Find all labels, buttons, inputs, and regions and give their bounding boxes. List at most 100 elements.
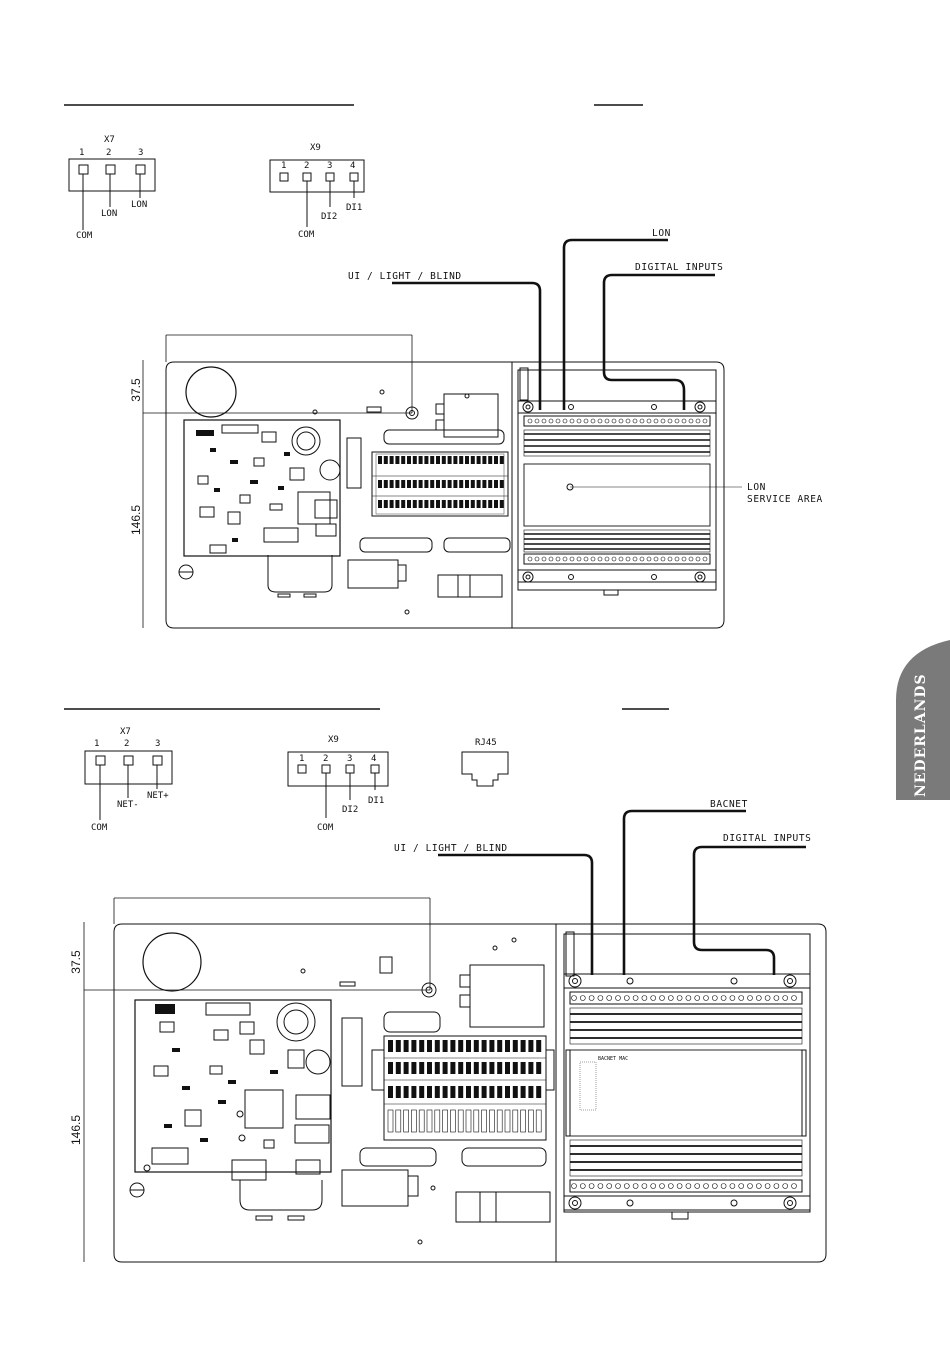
terminal-slot [378,500,382,508]
terminal-slot [388,1086,393,1098]
terminal-slot [477,480,481,488]
terminal-slot [482,456,486,464]
terminal-slot [404,1040,409,1052]
module-terminal [642,1184,647,1189]
module-terminal [739,996,744,1001]
bx7-pin-3: 3 [155,739,160,749]
lon-terminal-block [372,452,508,516]
module-terminal [695,1184,700,1189]
terminal-slot [497,1062,502,1074]
lon-connector-x7: X7 1 2 3 COM LON LON [69,135,155,241]
module-terminal [695,996,700,1001]
module-terminal [584,419,588,423]
terminal-slot [471,480,475,488]
lon-dimensions: 37.5 146.5 [129,335,412,628]
terminal-slot [459,456,463,464]
terminal-slot [395,456,399,464]
terminal-slot [536,1110,541,1132]
module-terminal [686,1184,691,1189]
terminal-slot [494,500,498,508]
module-terminal [792,996,797,1001]
bx9-pin-1: 1 [299,754,304,764]
terminal-slot [450,1040,455,1052]
terminal-slot [413,500,417,508]
terminal-slot [435,1062,440,1074]
terminal-slot [488,500,492,508]
bacnet-dimensions: 37.5 146.5 [69,898,430,1262]
module-terminal [689,419,693,423]
terminal-slot [401,456,405,464]
terminal-slot [474,1110,479,1132]
callout-ui-light-blind-2: UI / LIGHT / BLIND [394,843,508,854]
terminal-slot [536,1086,541,1098]
terminal-slot [430,500,434,508]
terminal-slot [436,480,440,488]
round-knockout [186,367,236,417]
terminal-slot [528,1086,533,1098]
module-terminal [549,419,553,423]
module-terminal [598,419,602,423]
terminal-slot [500,480,504,488]
terminal-slot [474,1040,479,1052]
terminal-slot [419,1086,424,1098]
language-tab: NEDERLANDS [896,640,950,800]
terminal-slot [390,456,394,464]
module-terminal [703,419,707,423]
terminal-slot [419,1040,424,1052]
module-terminal [535,557,539,561]
module-terminal [542,419,546,423]
x9-label-di1: DI1 [346,203,362,213]
terminal-slot [489,1062,494,1074]
lon-section: X7 1 2 3 COM LON LON X9 1 2 3 4 [64,105,823,628]
terminal-slot [497,1040,502,1052]
bx9-pin-4: 4 [371,754,376,764]
module-terminal [640,557,644,561]
terminal-slot [448,480,452,488]
terminal-slot [427,1086,432,1098]
terminal-slot [442,456,446,464]
terminal-slot [513,1040,518,1052]
rj45-label: RJ45 [475,738,497,748]
x7-label-lon-b: LON [131,200,147,210]
module-terminal [712,1184,717,1189]
module-terminal [633,996,638,1001]
module-terminal [668,557,672,561]
terminal-slot [482,1062,487,1074]
terminal-slot [404,1062,409,1074]
terminal-slot [528,1110,533,1132]
terminal-slot [453,456,457,464]
terminal-slot [450,1086,455,1098]
module-terminal [661,419,665,423]
bacnet-controller-module: BACNET MAC [564,932,810,1219]
terminal-slot [442,500,446,508]
module-terminal [624,996,629,1001]
terminal-slot [488,456,492,464]
module-terminal [660,1184,665,1189]
bx7-label-net-minus: NET- [117,800,139,810]
bx7-label-net-plus: NET+ [147,791,169,801]
dimension-146-5: 146.5 [129,505,143,535]
module-terminal [651,1184,656,1189]
terminal-slot [500,500,504,508]
terminal-slot [388,1062,393,1074]
module-terminal [577,419,581,423]
terminal-slot [435,1110,440,1132]
bx7-name: X7 [120,727,131,737]
dimension-37-5: 37.5 [129,378,143,402]
terminal-slot [513,1110,518,1132]
terminal-slot [435,1040,440,1052]
module-terminal [607,996,612,1001]
module-terminal [668,1184,673,1189]
bacnet-connector-x9: X9 1 2 3 4 COM DI2 DI1 [288,735,388,833]
terminal-slot [477,456,481,464]
module-terminal [563,557,567,561]
callout-ui-light-blind: UI / LIGHT / BLIND [348,271,462,282]
module-terminal [605,419,609,423]
terminal-slot [413,456,417,464]
terminal-slot [395,500,399,508]
module-terminal [668,419,672,423]
module-terminal [619,557,623,561]
terminal-slot [471,500,475,508]
module-terminal [675,419,679,423]
terminal-slot [521,1040,526,1052]
